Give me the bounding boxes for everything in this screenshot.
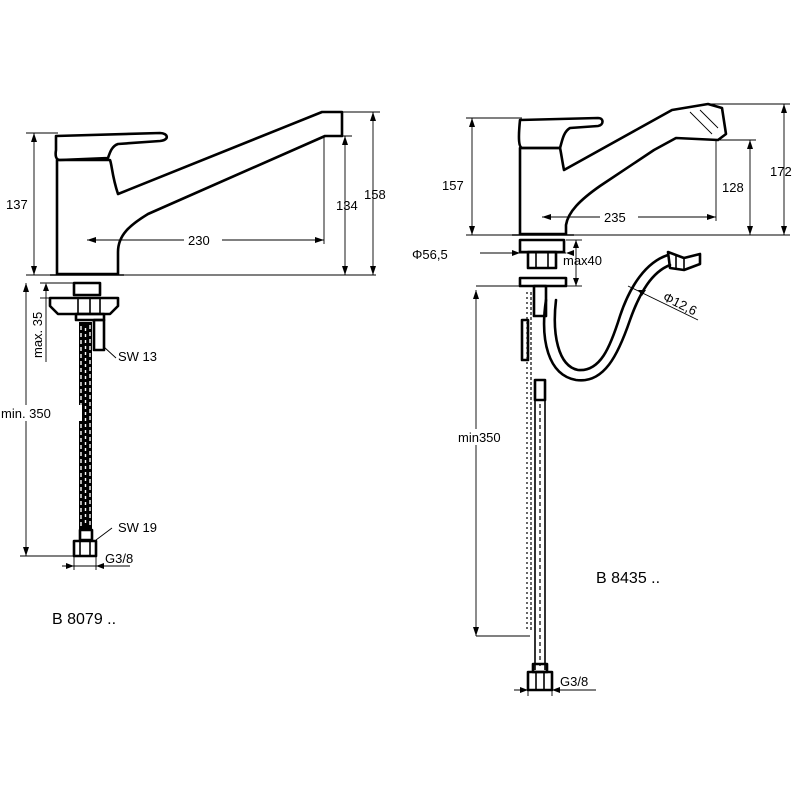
dim-spout-height-label: 134: [336, 198, 358, 213]
dim-max-thickness-label: max40: [563, 253, 602, 268]
model-label-b8435: B 8435 ..: [596, 570, 660, 587]
hose-nut: [72, 539, 98, 558]
mounting-collar: [518, 238, 566, 254]
wrench-size-top-label: SW 13: [118, 349, 157, 364]
dim-height-label: 137: [6, 197, 28, 212]
pullout-hose: [542, 263, 672, 382]
dim-max-thickness-label: max. 35: [30, 312, 45, 358]
faucet-b8079-drawing: 137 230 134 158 max. 35 min. 350: [0, 110, 386, 628]
dim-reach-label: 230: [188, 233, 210, 248]
dim-total-height-label: 172: [770, 164, 792, 179]
hose-nut: [526, 670, 554, 692]
mounting-plate: [48, 296, 120, 316]
supply-hose-braided: [534, 400, 546, 670]
wrench-size-bottom-label: SW 19: [118, 520, 157, 535]
mounting-shank: [526, 250, 558, 270]
lever-handle: [517, 116, 604, 150]
thread-size-label: G3/8: [105, 551, 133, 566]
dim-pullout-diameter-label: Φ12,6: [661, 289, 700, 318]
hose-ferrule: [78, 528, 94, 542]
thread-size-label: G3/8: [560, 674, 588, 689]
dim-base-diameter-label: Φ56,5: [412, 247, 448, 262]
dim-hose-length-label: min. 350: [1, 406, 51, 421]
mounting-stud: [92, 318, 106, 352]
dim-spout-height-label: 128: [722, 180, 744, 195]
dim-reach-label: 235: [604, 210, 626, 225]
lever-handle: [54, 131, 169, 162]
faucet-b8435-drawing: 157 235 128 172 Φ56,5 max40: [412, 102, 792, 696]
model-label-b8079: B 8079 ..: [52, 611, 116, 628]
mounting-nut-top: [72, 281, 102, 297]
dim-height-label: 157: [442, 178, 464, 193]
dim-hose-length-label: min350: [458, 430, 501, 445]
dim-total-height-label: 158: [364, 187, 386, 202]
faucet-body-spout: [55, 110, 344, 276]
